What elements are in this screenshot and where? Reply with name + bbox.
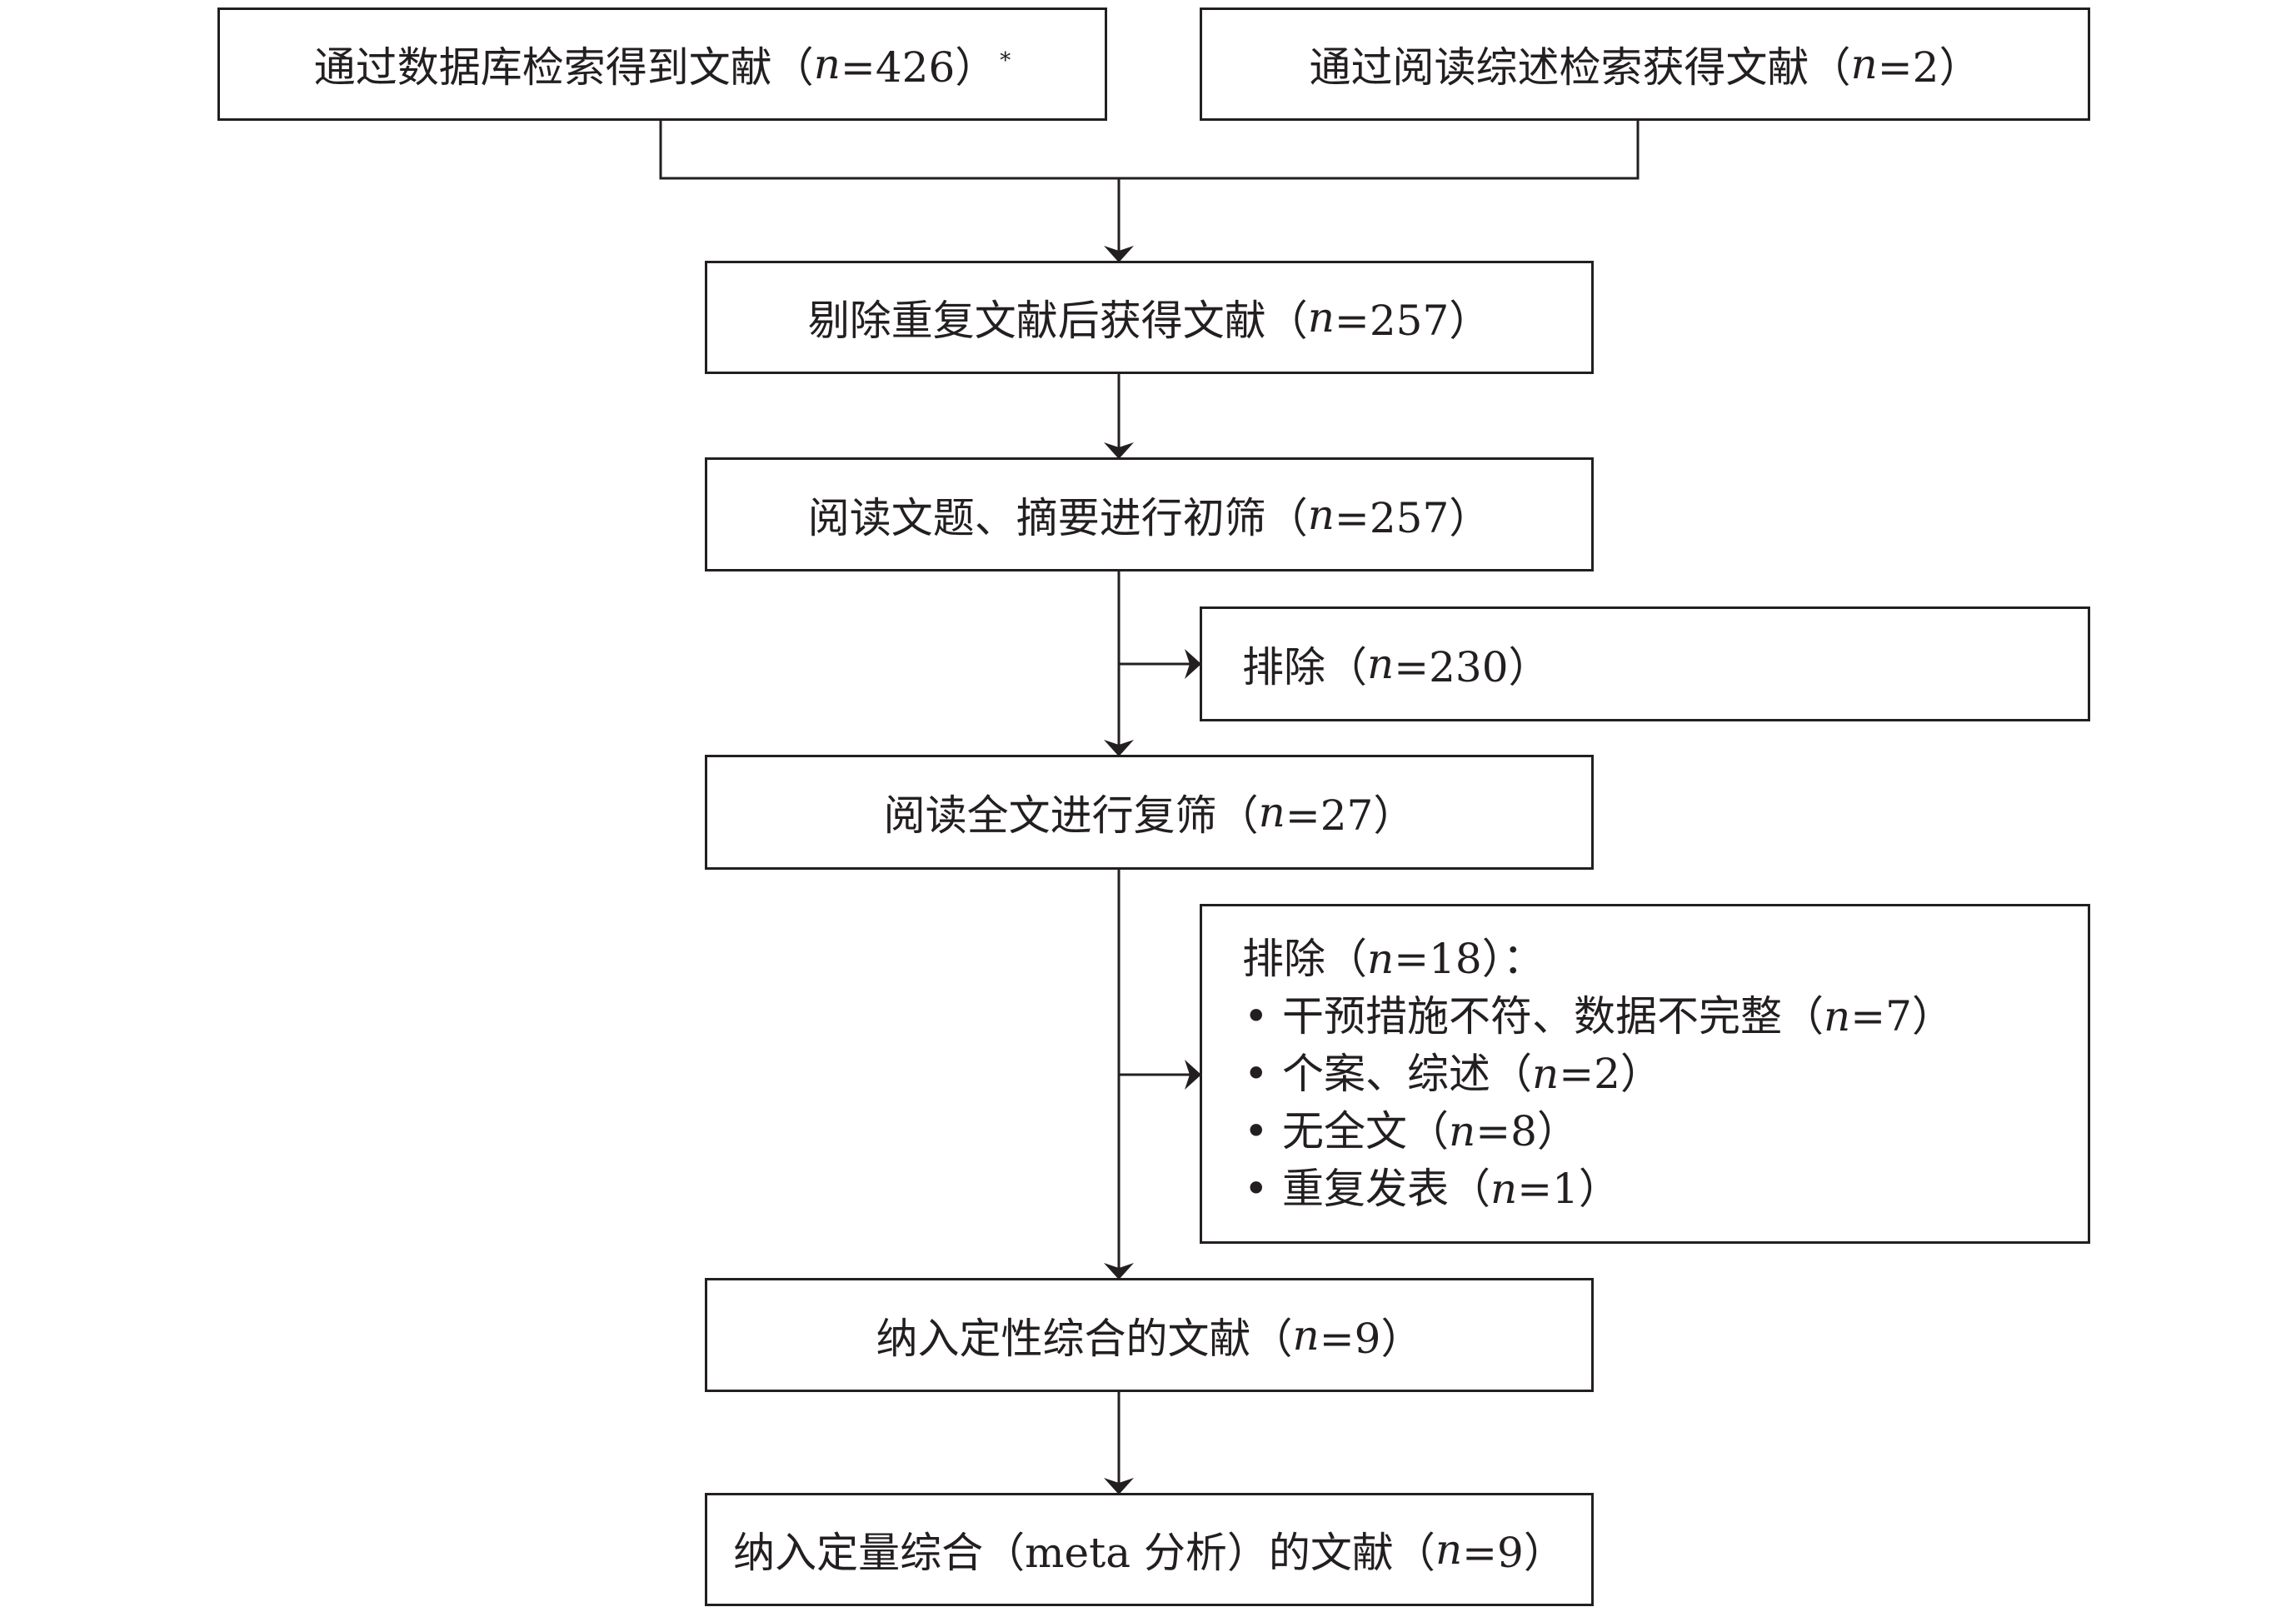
label: 通过数据库检索得到文献（ bbox=[313, 43, 814, 92]
label: 通过阅读综述检索获得文献（ bbox=[1309, 43, 1851, 92]
count: =18）： bbox=[1394, 934, 1545, 983]
n-var: n bbox=[1292, 1310, 1320, 1360]
n-var: n bbox=[1258, 788, 1285, 836]
n-var: n bbox=[1307, 490, 1335, 539]
label: 纳入定性综合的文献（ bbox=[876, 1314, 1293, 1363]
full-screen-box: 阅读全文进行复筛（n=27） bbox=[705, 755, 1594, 870]
count: =7） bbox=[1850, 991, 1954, 1041]
initial-screen-box: 阅读文题、摘要进行初筛（n=257） bbox=[705, 457, 1594, 571]
count: =257） bbox=[1334, 297, 1491, 345]
count: =2） bbox=[1877, 43, 1981, 92]
label: 个案、综述（ bbox=[1282, 1049, 1532, 1098]
quantitative-box: 纳入定量综合（meta 分析）的文献（n=9） bbox=[705, 1493, 1594, 1606]
list-item: 重复发表（n=1） bbox=[1242, 1160, 1620, 1218]
n-var: n bbox=[1449, 1106, 1476, 1155]
count: =426） bbox=[840, 43, 997, 92]
label: 无全文（ bbox=[1282, 1106, 1449, 1155]
label: 重复发表（ bbox=[1282, 1164, 1490, 1213]
n-var: n bbox=[1490, 1164, 1518, 1213]
count: =257） bbox=[1334, 493, 1491, 542]
exclude1-box: 排除（n=230） bbox=[1200, 606, 2090, 721]
list-item: 个案、综述（n=2） bbox=[1242, 1046, 1662, 1103]
qualitative-box: 纳入定性综合的文献（n=9） bbox=[705, 1278, 1594, 1392]
review-search-box: 通过阅读综述检索获得文献（n=2） bbox=[1200, 7, 2090, 121]
n-var: n bbox=[1367, 640, 1395, 688]
list-item: 无全文（n=8） bbox=[1242, 1103, 1579, 1160]
n-var: n bbox=[1435, 1525, 1463, 1574]
count: =9） bbox=[1462, 1529, 1565, 1577]
count: =9） bbox=[1319, 1314, 1423, 1363]
exclude2-box: 排除（n=18）： 干预措施不符、数据不完整（n=7） 个案、综述（n=2） 无… bbox=[1200, 904, 2090, 1244]
count: =1） bbox=[1517, 1164, 1620, 1213]
n-var: n bbox=[813, 40, 841, 88]
list-item: 干预措施不符、数据不完整（n=7） bbox=[1242, 988, 1954, 1046]
label: 剔除重复文献后获得文献（ bbox=[807, 297, 1308, 345]
label: 排除（ bbox=[1242, 934, 1367, 983]
count: =2） bbox=[1559, 1049, 1662, 1098]
count: =27） bbox=[1285, 791, 1415, 840]
n-var: n bbox=[1824, 991, 1851, 1041]
n-var: n bbox=[1532, 1049, 1560, 1098]
dedup-box: 剔除重复文献后获得文献（n=257） bbox=[705, 261, 1594, 374]
n-var: n bbox=[1367, 934, 1395, 983]
database-search-box: 通过数据库检索得到文献（n=426）* bbox=[217, 7, 1107, 121]
count: =230） bbox=[1394, 643, 1550, 691]
count: =8） bbox=[1475, 1106, 1579, 1155]
label: 阅读文题、摘要进行初筛（ bbox=[807, 493, 1308, 542]
exclude2-title: 排除（n=18）： bbox=[1242, 931, 1545, 988]
n-var: n bbox=[1307, 293, 1335, 342]
merge-connector bbox=[659, 121, 1640, 180]
n-var: n bbox=[1850, 40, 1878, 88]
label: 干预措施不符、数据不完整（ bbox=[1282, 991, 1824, 1041]
label: 排除（ bbox=[1242, 643, 1367, 691]
footnote-mark: * bbox=[1000, 48, 1011, 73]
label: 阅读全文进行复筛（ bbox=[883, 791, 1259, 840]
label: 纳入定量综合（meta 分析）的文献（ bbox=[733, 1529, 1435, 1577]
